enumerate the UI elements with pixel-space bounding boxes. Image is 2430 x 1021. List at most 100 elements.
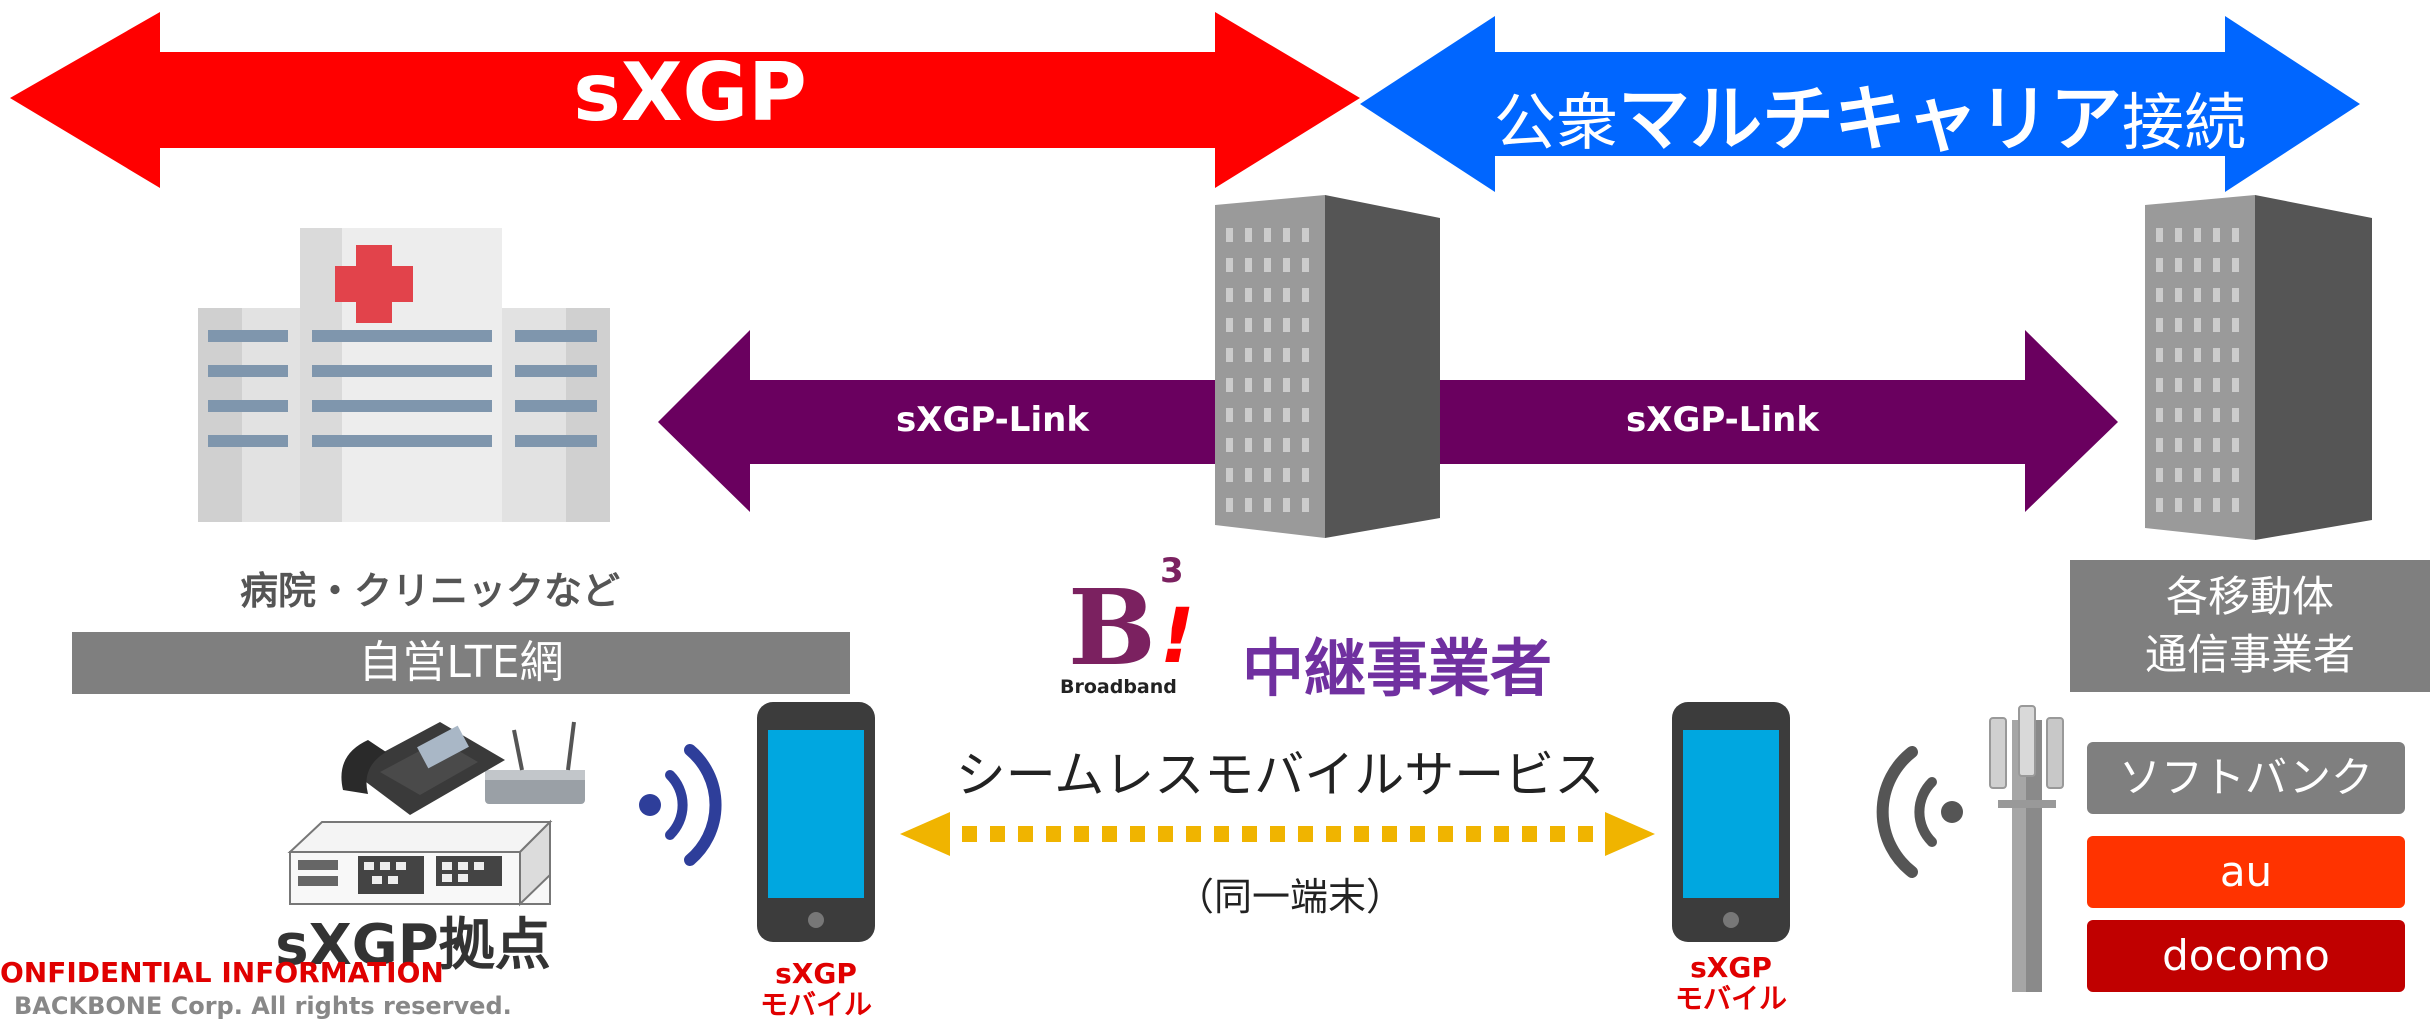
copyright-notice: BACKBONE Corp. All rights reserved.: [14, 992, 512, 1020]
hospital-icon: [198, 228, 610, 522]
dotted-arrow-dash: [1438, 826, 1453, 842]
left-mobile-label-line2: モバイル: [759, 988, 872, 1021]
carrier-docomo: docomo: [2087, 920, 2405, 992]
building-window: [1302, 378, 1309, 392]
building-window: [2156, 258, 2163, 272]
building-window: [1245, 258, 1252, 272]
building-window: [2194, 348, 2201, 362]
building-window: [1226, 438, 1233, 452]
building-window: [2232, 318, 2239, 332]
dotted-arrow-dash: [962, 826, 977, 842]
mobile-carriers-header-line2: 通信事業者: [2144, 630, 2355, 679]
building-window: [1302, 408, 1309, 422]
relay-building-icon: [1215, 195, 1440, 538]
dotted-arrow-dash: [1522, 826, 1537, 842]
building-window: [2232, 408, 2239, 422]
dotted-arrow-dash: [1018, 826, 1033, 842]
broadband-logo-word: Broadband: [1060, 676, 1177, 698]
dotted-arrow-dash: [1578, 826, 1593, 842]
dotted-arrow-dash: [1466, 826, 1481, 842]
building-window: [2194, 258, 2201, 272]
svg-text:B: B: [1068, 566, 1156, 689]
building-window: [1283, 318, 1290, 332]
sxgp-banner-label: sXGP: [573, 46, 807, 139]
building-window: [1226, 318, 1233, 332]
building-window: [2194, 228, 2201, 242]
building-window: [1226, 348, 1233, 362]
building-window: [2156, 318, 2163, 332]
building-window: [1264, 378, 1271, 392]
dotted-arrow-dash: [1550, 826, 1565, 842]
building-window: [1302, 228, 1309, 242]
multicarrier-suffix: 接続: [2122, 86, 2247, 159]
building-window: [1283, 438, 1290, 452]
multicarrier-prefix: 公衆: [1493, 86, 1618, 159]
right-mobile-label-line1: sXGP: [1690, 951, 1772, 984]
building-window: [2175, 228, 2182, 242]
dotted-arrow-dash: [1382, 826, 1397, 842]
building-window: [1226, 468, 1233, 482]
pbx-equipment-icon: [287, 721, 585, 907]
mobile-carriers-header-line1: 各移動体: [2165, 572, 2334, 621]
building-window: [1245, 348, 1252, 362]
svg-text:3: 3: [1160, 551, 1184, 591]
dotted-arrow-dash: [1410, 826, 1425, 842]
building-window: [2213, 288, 2220, 302]
seamless-dotted-arrow: [900, 812, 1655, 856]
left-signal-waves-icon: [639, 744, 722, 866]
building-window: [2232, 288, 2239, 302]
building-window: [2194, 318, 2201, 332]
building-window: [2232, 258, 2239, 272]
building-window: [2194, 498, 2201, 512]
building-window: [2232, 228, 2239, 242]
building-window: [2232, 468, 2239, 482]
building-window: [2194, 378, 2201, 392]
building-window: [1264, 468, 1271, 482]
building-window: [2232, 348, 2239, 362]
building-window: [1264, 408, 1271, 422]
building-window: [2213, 258, 2220, 272]
building-window: [2213, 438, 2220, 452]
building-window: [2175, 468, 2182, 482]
building-window: [1283, 408, 1290, 422]
right-signal-waves-icon: [1876, 746, 1963, 878]
building-window: [2175, 378, 2182, 392]
multicarrier-banner-label: 公衆マルチキャリア接続: [1440, 60, 2300, 165]
building-window: [2194, 408, 2201, 422]
sxgp-link-right-label: sXGP-Link: [1626, 400, 1819, 440]
building-window: [1245, 438, 1252, 452]
building-window: [2175, 408, 2182, 422]
building-window: [1283, 468, 1290, 482]
dotted-arrow-dash: [1298, 826, 1313, 842]
dotted-arrow-dash: [1046, 826, 1061, 842]
carrier-softbank: ソフトバンク: [2087, 742, 2405, 814]
multicarrier-bold: マルチキャリア: [1617, 77, 2122, 161]
seamless-service-title: シームレスモバイルサービス: [955, 746, 1605, 804]
building-window: [1283, 228, 1290, 242]
dotted-arrow-dash: [1270, 826, 1285, 842]
relay-carrier-label: 中継事業者: [1242, 632, 1553, 705]
building-window: [1264, 258, 1271, 272]
building-window: [1264, 498, 1271, 512]
building-window: [2175, 258, 2182, 272]
building-window: [1264, 288, 1271, 302]
building-window: [2232, 378, 2239, 392]
broadband-logo: B 3 !: [1068, 551, 1195, 689]
right-smartphone-icon: [1672, 702, 1790, 942]
dotted-arrow-dash: [990, 826, 1005, 842]
confidential-notice: ONFIDENTIAL INFORMATION: [0, 956, 444, 989]
building-window: [2156, 378, 2163, 392]
building-window: [1283, 258, 1290, 272]
building-window: [2156, 348, 2163, 362]
building-window: [1245, 498, 1252, 512]
building-window: [1302, 318, 1309, 332]
building-window: [1245, 228, 1252, 242]
sxgp-link-left-arrow: [658, 330, 1230, 512]
building-window: [1302, 468, 1309, 482]
hospital-caption: 病院・クリニックなど: [239, 569, 620, 613]
building-window: [2175, 318, 2182, 332]
building-window: [2175, 288, 2182, 302]
building-window: [2156, 408, 2163, 422]
building-window: [2213, 318, 2220, 332]
